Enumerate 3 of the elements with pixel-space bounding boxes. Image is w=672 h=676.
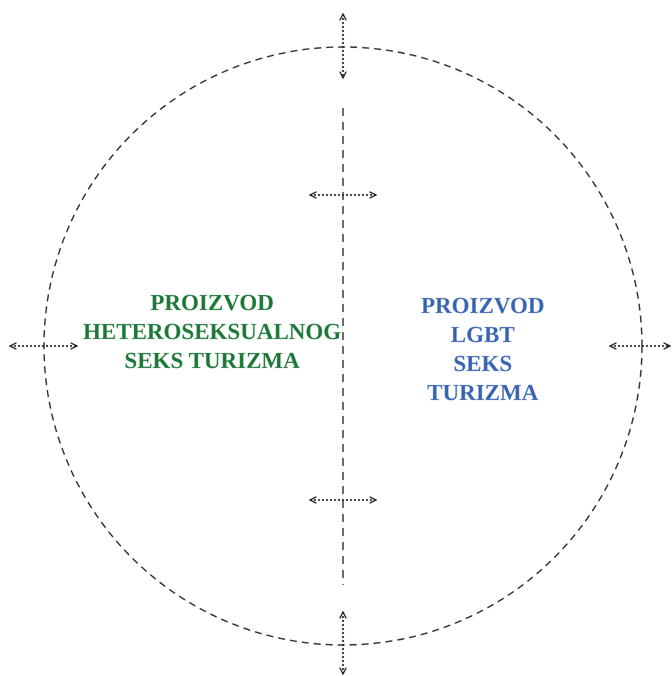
dashed-circle xyxy=(43,46,643,646)
category-label: PROIZVOD HETEROSEKSUALNOG SEKS TURIZMA xyxy=(83,289,342,375)
category-label: PROIZVOD LGBT SEKS TURIZMA xyxy=(421,292,544,407)
